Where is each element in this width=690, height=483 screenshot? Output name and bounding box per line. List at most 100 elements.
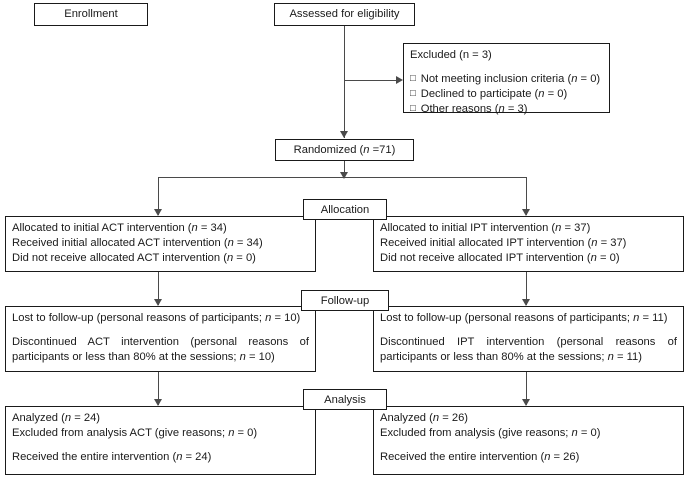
excluded-item-0-value: = 0) [577, 73, 601, 85]
followup-act-lost-n: n [265, 312, 272, 324]
followup-act-disc-value: = 10) [245, 351, 275, 363]
analysis-act-excluded-text: Excluded from analysis ACT (give reasons… [12, 427, 229, 439]
arrow-split-to-allocation-left [154, 209, 162, 216]
allocation-ipt-line-1-text: Received initial allocated IPT intervent… [380, 237, 592, 249]
box-analysis-act: Analyzed (n = 24) Excluded from analysis… [5, 406, 316, 475]
stage-label-followup-text: Follow-up [320, 295, 370, 307]
followup-ipt-lost-value: = 11) [639, 312, 668, 324]
allocation-ipt-line-2-n: n [590, 252, 597, 264]
excluded-heading: Excluded (n = 3) [410, 49, 492, 61]
excluded-item-2-n: n [498, 103, 505, 115]
box-allocation-ipt: Allocated to initial IPT intervention (n… [373, 216, 684, 272]
allocation-ipt-line-0-n: n [555, 222, 562, 234]
followup-act-spacer [12, 326, 309, 335]
box-assessed-for-eligibility: Assessed for eligibility [274, 3, 415, 26]
analysis-ipt-excluded-n: n [571, 427, 578, 439]
analysis-ipt-received-value: = 26) [550, 451, 580, 463]
excluded-item-other-reasons: Other reasons (n = 3) [410, 102, 603, 117]
analysis-ipt-received-text: Received the entire intervention ( [380, 451, 545, 463]
followup-ipt-lost: Lost to follow-up (personal reasons of p… [380, 311, 677, 326]
connector-assessed-to-excluded [344, 80, 399, 82]
allocation-act-line-0: Allocated to initial ACT intervention (n… [12, 221, 309, 236]
connector-allocation-ipt-to-followup [526, 272, 528, 305]
analysis-act-analyzed-text: Analyzed ( [12, 412, 65, 424]
connector-randomized-stem [344, 161, 346, 178]
allocation-act-line-2-n: n [226, 252, 234, 264]
analysis-act-received-text: Received the entire intervention ( [12, 451, 177, 463]
allocation-ipt-line-1-value: = 37) [597, 237, 627, 249]
excluded-item-1-text: Declined to participate ( [420, 88, 539, 100]
analysis-act-analyzed: Analyzed (n = 24) [12, 411, 309, 426]
connector-followup-ipt-to-analysis [526, 372, 528, 405]
analysis-act-excluded-n: n [228, 427, 235, 439]
allocation-act-line-2-text: Did not receive allocated ACT interventi… [12, 252, 227, 264]
analysis-act-excluded: Excluded from analysis ACT (give reasons… [12, 426, 309, 441]
randomized-text: Randomized ( [293, 144, 364, 156]
allocation-act-line-2: Did not receive allocated ACT interventi… [12, 251, 309, 266]
excluded-item-declined: Declined to participate (n = 0) [410, 87, 603, 102]
assessed-for-eligibility-text: Assessed for eligibility [289, 8, 400, 20]
arrow-followup-act-to-analysis [154, 399, 162, 406]
allocation-act-line-1-n: n [227, 237, 234, 249]
followup-ipt-discontinued: Discontinued IPT intervention (personal … [380, 335, 677, 365]
allocation-act-line-0-value: = 34) [197, 222, 227, 234]
allocation-ipt-line-0-text: Allocated to initial IPT intervention ( [380, 222, 556, 234]
excluded-item-2-value: = 3) [504, 103, 528, 115]
followup-ipt-disc-text: Discontinued IPT intervention (personal … [380, 336, 677, 363]
box-analysis-ipt: Analyzed (n = 26) Excluded from analysis… [373, 406, 684, 475]
arrow-split-to-allocation-right [521, 209, 530, 216]
box-followup-ipt: Lost to follow-up (personal reasons of p… [373, 306, 684, 372]
analysis-ipt-analyzed-n: n [432, 412, 440, 424]
followup-act-lost: Lost to follow-up (personal reasons of p… [12, 311, 309, 326]
followup-act-lost-text: Lost to follow-up (personal reasons of p… [12, 312, 266, 324]
analysis-act-analyzed-value: = 24) [71, 412, 101, 424]
followup-act-disc-text: Discontinued ACT intervention (personal … [12, 336, 309, 363]
allocation-act-line-1: Received initial allocated ACT intervent… [12, 236, 309, 251]
analysis-ipt-excluded: Excluded from analysis (give reasons; n … [380, 426, 677, 441]
analysis-ipt-analyzed-text: Analyzed ( [380, 412, 433, 424]
stage-label-allocation: Allocation [303, 199, 387, 220]
analysis-ipt-received-n: n [544, 451, 551, 463]
stage-label-followup: Follow-up [301, 290, 389, 311]
excluded-item-0-n: n [571, 73, 578, 85]
allocation-act-line-1-value: = 34) [233, 237, 263, 249]
analysis-ipt-spacer [380, 441, 677, 450]
box-allocation-act: Allocated to initial ACT intervention (n… [5, 216, 316, 272]
followup-ipt-lost-text: Lost to follow-up (personal reasons of p… [380, 312, 634, 324]
allocation-ipt-line-0-value: = 37) [561, 222, 591, 234]
allocation-ipt-line-1-n: n [591, 237, 598, 249]
analysis-act-spacer [12, 441, 309, 450]
split-bar-left-drop [158, 177, 160, 215]
arrow-assessed-to-excluded [396, 76, 403, 84]
allocation-act-line-1-text: Received initial allocated ACT intervent… [12, 237, 228, 249]
followup-ipt-disc-value: = 11) [613, 351, 642, 363]
arrow-allocation-act-to-followup [154, 299, 162, 306]
excluded-item-1-value: = 0) [544, 88, 568, 100]
stage-label-enrollment: Enrollment [34, 3, 148, 26]
allocation-ipt-line-2: Did not receive allocated IPT interventi… [380, 251, 677, 266]
stage-label-allocation-text: Allocation [320, 204, 370, 216]
excluded-item-0-text: Not meeting inclusion criteria ( [420, 73, 572, 85]
connector-followup-act-to-analysis [158, 372, 160, 405]
box-followup-act: Lost to follow-up (personal reasons of p… [5, 306, 316, 372]
stage-label-analysis: Analysis [303, 389, 387, 410]
arrow-assessed-to-randomized [339, 131, 348, 138]
followup-act-discontinued: Discontinued ACT intervention (personal … [12, 335, 309, 365]
allocation-act-line-2-value: = 0) [233, 252, 256, 264]
arrow-randomized-to-split [339, 172, 348, 179]
followup-act-lost-value: = 10) [271, 312, 301, 324]
analysis-act-received: Received the entire intervention (n = 24… [12, 450, 309, 465]
analysis-ipt-received: Received the entire intervention (n = 26… [380, 450, 677, 465]
box-randomized: Randomized (n =71) [275, 139, 414, 161]
allocation-ipt-line-1: Received initial allocated IPT intervent… [380, 236, 677, 251]
allocation-ipt-line-0: Allocated to initial IPT intervention (n… [380, 221, 677, 236]
split-bar-right-drop [526, 177, 528, 215]
analysis-ipt-excluded-value: = 0) [577, 427, 601, 439]
stage-label-analysis-text: Analysis [324, 394, 366, 406]
analysis-ipt-excluded-text: Excluded from analysis (give reasons; [380, 427, 572, 439]
stage-label-enrollment-text: Enrollment [64, 8, 118, 20]
analysis-act-analyzed-n: n [64, 412, 72, 424]
connector-allocation-act-to-followup [158, 272, 160, 305]
followup-ipt-lost-n: n [633, 312, 640, 324]
analysis-act-received-n: n [176, 451, 183, 463]
